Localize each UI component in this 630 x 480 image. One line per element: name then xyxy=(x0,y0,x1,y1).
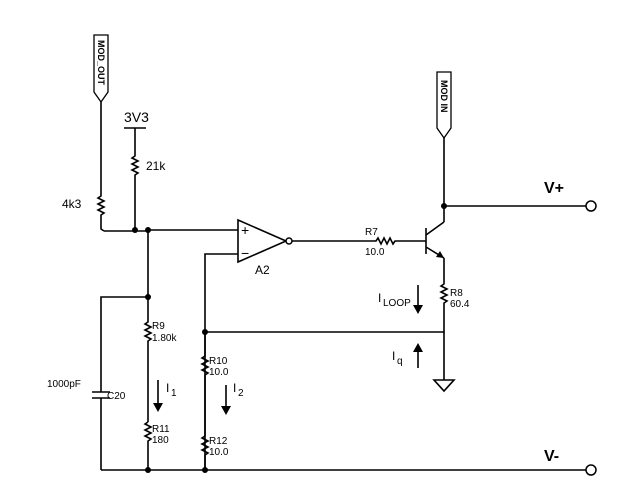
series-resistor-4k3: 4k3 xyxy=(62,102,106,232)
mod-out-connector: MOD_OUT xyxy=(93,34,109,104)
v-minus-label: V- xyxy=(544,448,559,465)
resistor-r11: R11 180 xyxy=(143,421,170,470)
opamp-a2: + − A2 xyxy=(237,218,293,277)
c20-value: 1000pF xyxy=(47,379,81,390)
mod-in-connector: MOD IN xyxy=(436,71,452,140)
i-q-sub: q xyxy=(397,356,403,367)
r7-value: 10.0 xyxy=(365,247,385,258)
i-q-arrow: I q xyxy=(392,343,423,368)
r8-value: 60.4 xyxy=(450,299,470,310)
opamp-output-bubble xyxy=(285,237,293,245)
r11-name: R11 xyxy=(152,424,170,435)
r9-name: R9 xyxy=(152,321,165,332)
junction-dot xyxy=(202,467,208,473)
resistor-r8: R8 60.4 xyxy=(439,258,470,332)
capacitor-c20: 1000pF C20 xyxy=(47,296,148,470)
ground-symbol xyxy=(432,379,456,393)
pullup-value: 21k xyxy=(146,159,166,173)
i2-main: I xyxy=(233,381,236,395)
resistor-r10: R10 10.0 xyxy=(200,332,229,436)
r11-value: 180 xyxy=(152,435,169,446)
series-resistor-value: 4k3 xyxy=(62,197,82,211)
i1-main: I xyxy=(166,381,169,395)
mod-out-label: MOD_OUT xyxy=(96,40,106,86)
r10-name: R10 xyxy=(209,356,228,367)
i1-sub: 1 xyxy=(171,388,177,399)
i2-sub: 2 xyxy=(238,388,244,399)
v-plus-label: V+ xyxy=(544,180,564,197)
r8-name: R8 xyxy=(450,288,463,299)
r12-value: 10.0 xyxy=(209,447,229,458)
junction-dot xyxy=(441,203,447,209)
junction-dot xyxy=(145,467,151,473)
r7-name: R7 xyxy=(365,227,378,238)
r9-value: 1.80k xyxy=(152,333,177,344)
noninverting-input-wire xyxy=(104,229,238,232)
resistor-r9: R9 1.80k xyxy=(143,230,177,422)
i-loop-sub: LOOP xyxy=(383,298,411,309)
opamp-minus-sign: − xyxy=(241,245,249,261)
i-loop-arrow: I LOOP xyxy=(378,285,423,314)
i-q-main: I xyxy=(392,349,395,363)
rail-3v3-label: 3V3 xyxy=(124,109,149,125)
r10-value: 10.0 xyxy=(209,367,229,378)
resistor-r7: R7 10.0 xyxy=(292,227,426,258)
opamp-plus-sign: + xyxy=(241,222,249,238)
i-loop-main: I xyxy=(378,291,381,305)
opamp-name: A2 xyxy=(255,263,270,277)
r12-name: R12 xyxy=(209,436,228,447)
npn-transistor xyxy=(425,221,445,259)
v-plus-terminal[interactable] xyxy=(585,200,597,212)
sense-node-wire xyxy=(205,331,445,380)
c20-name: C20 xyxy=(107,391,126,402)
v-minus-terminal[interactable] xyxy=(585,464,597,476)
mod-in-label: MOD IN xyxy=(439,80,449,113)
junction-dot xyxy=(132,227,138,233)
pullup-resistor-21k: 3V3 21k xyxy=(124,109,166,230)
i2-arrow: I 2 xyxy=(221,381,244,415)
i1-arrow: I 1 xyxy=(153,380,177,412)
resistor-r12: R12 10.0 xyxy=(200,435,229,470)
